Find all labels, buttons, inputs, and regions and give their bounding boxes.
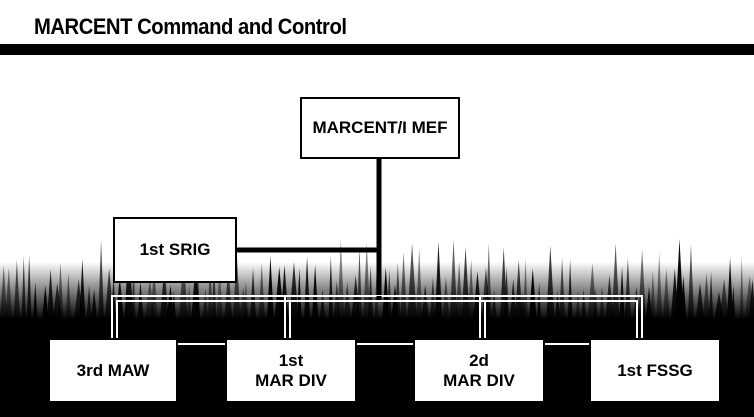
- marcent-i-mef-label: MARCENT/I MEF: [312, 118, 447, 138]
- 2d-mar-div-box: 2d MAR DIV: [413, 338, 545, 403]
- 3rd-maw-box: 3rd MAW: [48, 338, 178, 403]
- 1st-mar-div-line2: MAR DIV: [255, 371, 327, 391]
- 1st-mar-div-box: 1st MAR DIV: [225, 338, 357, 403]
- 1st-fssg-box: 1st FSSG: [589, 338, 721, 403]
- 1st-srig-box: 1st SRIG: [113, 217, 237, 283]
- marcent-i-mef-box: MARCENT/I MEF: [300, 97, 460, 159]
- 2d-mar-div-line2: MAR DIV: [443, 371, 515, 391]
- 1st-srig-label: 1st SRIG: [140, 240, 211, 260]
- 3rd-maw-label: 3rd MAW: [77, 361, 150, 381]
- 1st-mar-div-line1: 1st: [279, 351, 304, 371]
- 1st-fssg-label: 1st FSSG: [617, 361, 693, 381]
- 2d-mar-div-line1: 2d: [469, 351, 489, 371]
